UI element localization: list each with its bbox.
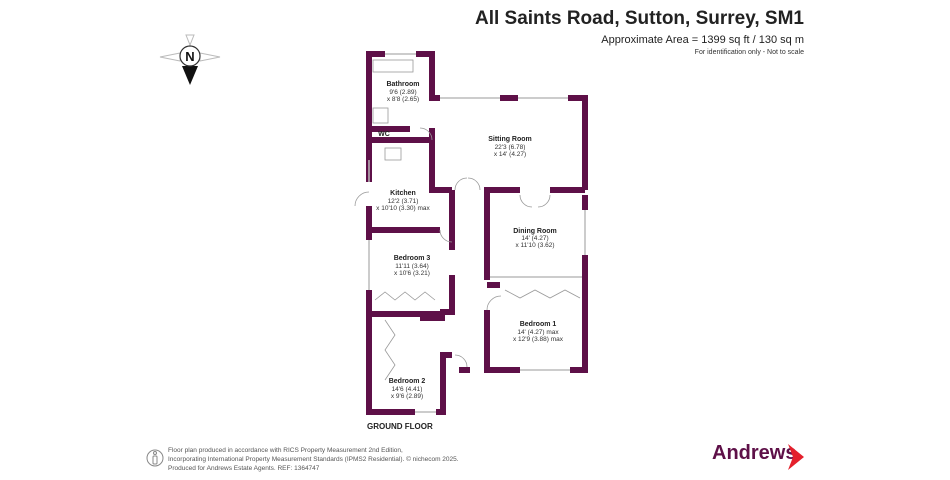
approximate-area: Approximate Area = 1399 sq ft / 130 sq m <box>601 34 804 46</box>
brand-chevron-icon <box>788 444 804 470</box>
svg-text:Bedroom 1: Bedroom 1 <box>520 321 557 328</box>
svg-text:12'2 (3.71): 12'2 (3.71) <box>388 198 419 205</box>
info-person-icon <box>146 449 164 467</box>
svg-text:14'6 (4.41): 14'6 (4.41) <box>392 386 423 393</box>
room-bedroom-3: Bedroom 3 11'11 (3.64) x 10'6 (3.21) <box>394 255 431 277</box>
svg-text:x 11'10 (3.62): x 11'10 (3.62) <box>515 242 554 249</box>
svg-text:14' (4.27): 14' (4.27) <box>521 235 548 242</box>
page-title: All Saints Road, Sutton, Surrey, SM1 <box>474 8 804 29</box>
svg-text:x 10'6 (3.21): x 10'6 (3.21) <box>394 270 430 277</box>
svg-text:Bedroom 3: Bedroom 3 <box>394 255 431 262</box>
svg-text:22'3 (6.78): 22'3 (6.78) <box>495 144 526 151</box>
svg-text:Kitchen: Kitchen <box>390 190 416 197</box>
scale-note: For identification only - Not to scale <box>694 49 804 56</box>
room-bedroom-2: Bedroom 2 14'6 (4.41) x 9'6 (2.89) <box>389 378 426 400</box>
footer-line: Floor plan produced in accordance with R… <box>168 447 403 454</box>
svg-text:9'6 (2.89): 9'6 (2.89) <box>389 89 416 96</box>
room-wc: WC <box>378 131 390 138</box>
svg-text:11'11 (3.64): 11'11 (3.64) <box>395 263 429 270</box>
footer-disclaimer: Floor plan produced in accordance with R… <box>168 446 459 473</box>
floor-label: GROUND FLOOR <box>367 422 433 431</box>
compass-north-label: N <box>185 49 194 64</box>
room-kitchen: Kitchen 12'2 (3.71) x 10'10 (3.30) max <box>376 190 430 212</box>
svg-text:Dining Room: Dining Room <box>513 228 557 235</box>
room-dining-room: Dining Room 14' (4.27) x 11'10 (3.62) <box>513 228 557 249</box>
brand-logo: Andrews <box>712 442 797 464</box>
svg-text:Sitting Room: Sitting Room <box>488 136 532 143</box>
compass-icon: N <box>159 34 221 85</box>
windows <box>368 53 586 413</box>
room-sitting-room: Sitting Room 22'3 (6.78) x 14' (4.27) <box>488 136 532 158</box>
svg-text:14' (4.27) max: 14' (4.27) max <box>517 329 559 336</box>
doors <box>354 59 581 381</box>
room-bedroom-1: Bedroom 1 14' (4.27) max x 12'9 (3.88) m… <box>513 321 564 343</box>
svg-text:Bathroom: Bathroom <box>386 81 419 88</box>
svg-text:x 9'6 (2.89): x 9'6 (2.89) <box>391 393 423 400</box>
footer-line: Produced for Andrews Estate Agents. REF:… <box>168 465 320 472</box>
room-bathroom: Bathroom 9'6 (2.89) x 8'8 (2.65) <box>386 81 419 103</box>
svg-text:x 8'8 (2.65): x 8'8 (2.65) <box>387 96 419 103</box>
svg-text:x 12'9 (3.88) max: x 12'9 (3.88) max <box>513 336 564 343</box>
svg-text:Bedroom 2: Bedroom 2 <box>389 378 426 385</box>
footer-line: Incorporating International Property Mea… <box>168 456 459 463</box>
svg-text:x 10'10 (3.30) max: x 10'10 (3.30) max <box>376 205 430 212</box>
svg-text:x 14' (4.27): x 14' (4.27) <box>494 151 526 158</box>
